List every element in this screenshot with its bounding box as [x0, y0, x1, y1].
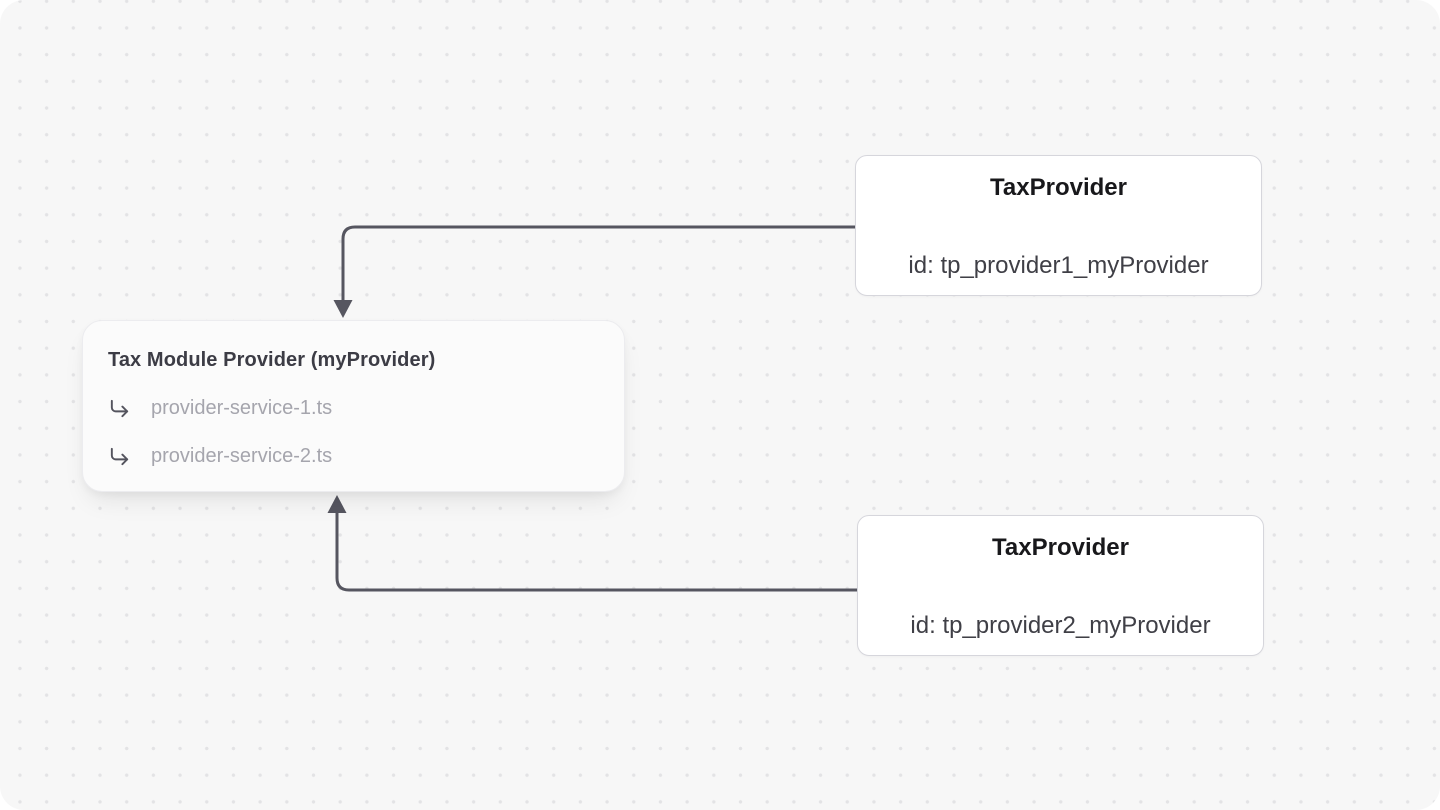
- edge-line: [341, 225, 855, 301]
- service-file-label: provider-service-2.ts: [151, 445, 333, 467]
- edge-provider1-to-module[interactable]: [333, 225, 856, 318]
- service-row: provider-service-1.ts: [108, 395, 599, 421]
- node-title: TaxProvider: [990, 174, 1127, 201]
- service-file-label: provider-service-1.ts: [151, 397, 333, 419]
- node-tax-provider-1[interactable]: TaxProvider id: tp_provider1_myProvider: [855, 155, 1262, 296]
- node-tax-provider-2[interactable]: TaxProvider id: tp_provider2_myProvider: [857, 515, 1264, 656]
- edge-line: [335, 512, 857, 592]
- node-id: id: tp_provider2_myProvider: [910, 612, 1211, 639]
- service-row: provider-service-2.ts: [108, 443, 599, 469]
- edge-provider2-to-module[interactable]: [327, 495, 858, 592]
- node-tax-module-provider[interactable]: Tax Module Provider (myProvider) provide…: [82, 320, 625, 492]
- corner-down-right-icon: [108, 445, 131, 468]
- node-title: TaxProvider: [992, 534, 1129, 561]
- corner-down-right-icon: [108, 397, 131, 420]
- module-title: Tax Module Provider (myProvider): [108, 349, 436, 371]
- node-id: id: tp_provider1_myProvider: [908, 252, 1209, 279]
- arrowhead-up-icon: [327, 495, 347, 513]
- arrowhead-down-icon: [333, 300, 353, 318]
